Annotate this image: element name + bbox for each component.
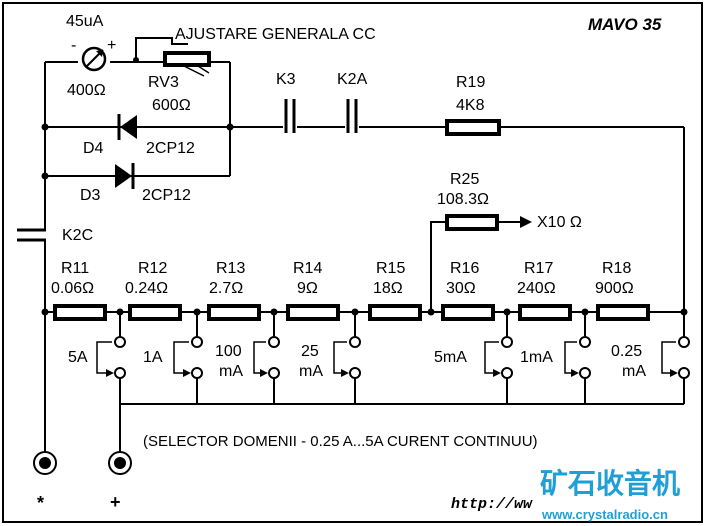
r12-name: R12	[138, 260, 167, 277]
watermark-url: www.crystalradio.cn	[541, 507, 668, 522]
terminal-positive[interactable]: +	[108, 451, 132, 512]
r19-name: R19	[456, 74, 485, 91]
watermark-cn-text: 矿石收音机	[540, 467, 680, 500]
range-5a-label: 5A	[68, 349, 88, 366]
r15-resistor	[368, 304, 422, 321]
r13-name: R13	[216, 260, 245, 277]
k3-contact	[284, 99, 296, 133]
switch-025ma[interactable]: 0.25 mA	[611, 312, 690, 404]
r19-resistor	[445, 119, 501, 136]
microammeter-symbol: - +	[71, 37, 116, 72]
r14-name: R14	[293, 260, 322, 277]
r11-value: 0.06Ω	[51, 280, 94, 297]
range-1a-label: 1A	[143, 349, 163, 366]
r14-resistor	[286, 304, 340, 321]
r15-value: 18Ω	[373, 280, 403, 297]
r25-resistor	[445, 214, 499, 231]
r17-resistor	[518, 304, 572, 321]
d4-name: D4	[83, 140, 104, 157]
d3-diode	[115, 163, 135, 189]
r17-value: 240Ω	[517, 280, 556, 297]
selector-caption: (SELECTOR DOMENII - 0.25 A...5A CURENT C…	[143, 433, 538, 450]
r19-value: 4K8	[456, 97, 485, 114]
d3-name: D3	[80, 187, 101, 204]
switch-100ma[interactable]: 100 mA	[215, 312, 280, 404]
rv3-resistor	[163, 51, 211, 67]
switch-5ma[interactable]: 5mA	[434, 312, 513, 404]
range-25ma-num: 25	[301, 343, 319, 360]
source-url: http://ww	[451, 496, 533, 513]
series-path: K3 K2A R19 4K8	[230, 71, 685, 312]
shunt-chain: R11 0.06Ω R12 0.24Ω R13 2.7Ω R14 9Ω R15 …	[41, 260, 688, 321]
range-100ma-unit: mA	[219, 363, 243, 380]
switch-5a[interactable]: 5A	[68, 312, 126, 404]
positive-terminal-label: +	[110, 492, 121, 512]
r25-name: R25	[450, 171, 479, 188]
meter-plus-sign: +	[107, 37, 116, 54]
diagram-title: MAVO 35	[588, 15, 662, 34]
k2c-label: K2C	[62, 227, 93, 244]
r14-value: 9Ω	[297, 280, 318, 297]
r11-resistor	[53, 304, 107, 321]
common-terminal-label: *	[37, 493, 44, 513]
r13-value: 2.7Ω	[209, 280, 243, 297]
r15-name: R15	[376, 260, 405, 277]
d3-part: 2CP12	[142, 187, 191, 204]
r18-resistor	[596, 304, 650, 321]
x10-label: X10 Ω	[537, 214, 582, 231]
range-5ma-label: 5mA	[434, 349, 467, 366]
k2a-contact	[346, 99, 358, 133]
r11-name: R11	[61, 260, 89, 277]
adjust-label: AJUSTARE GENERALA CC	[175, 26, 376, 43]
rv3-name: RV3	[148, 74, 179, 91]
r12-resistor	[128, 304, 182, 321]
r18-value: 900Ω	[595, 280, 634, 297]
range-025ma-num: 0.25	[611, 343, 642, 360]
range-25ma-unit: mA	[299, 363, 323, 380]
switch-25ma[interactable]: 25 mA	[299, 312, 361, 404]
k3-label: K3	[276, 71, 296, 88]
switch-1ma[interactable]: 1mA	[520, 312, 591, 404]
range-1ma-label: 1mA	[520, 349, 553, 366]
k2c-contact: K2C	[17, 213, 93, 312]
r16-name: R16	[450, 260, 479, 277]
meter-current-label: 45uA	[66, 13, 104, 30]
switch-1a[interactable]: 1A	[143, 312, 203, 404]
meter-minus-sign: -	[71, 37, 76, 54]
r25-value: 108.3Ω	[437, 191, 489, 208]
r25-branch: R25 108.3Ω X10 Ω	[430, 171, 582, 312]
r18-name: R18	[602, 260, 631, 277]
r16-value: 30Ω	[446, 280, 476, 297]
k2a-label: K2A	[337, 71, 368, 88]
d4-diode	[117, 114, 137, 140]
range-025ma-unit: mA	[622, 363, 646, 380]
r17-name: R17	[524, 260, 553, 277]
terminal-common[interactable]: *	[33, 451, 57, 513]
r13-resistor	[207, 304, 261, 321]
r12-value: 0.24Ω	[125, 280, 168, 297]
range-selector: 5A 1A 100 mA	[44, 312, 690, 452]
meter-resistance-label: 400Ω	[67, 82, 106, 99]
range-100ma-num: 100	[215, 343, 242, 360]
watermark: 矿石收音机 www.crystalradio.cn	[540, 467, 680, 522]
d4-part: 2CP12	[146, 140, 195, 157]
r16-resistor	[441, 304, 495, 321]
rv3-value: 600Ω	[152, 97, 191, 114]
